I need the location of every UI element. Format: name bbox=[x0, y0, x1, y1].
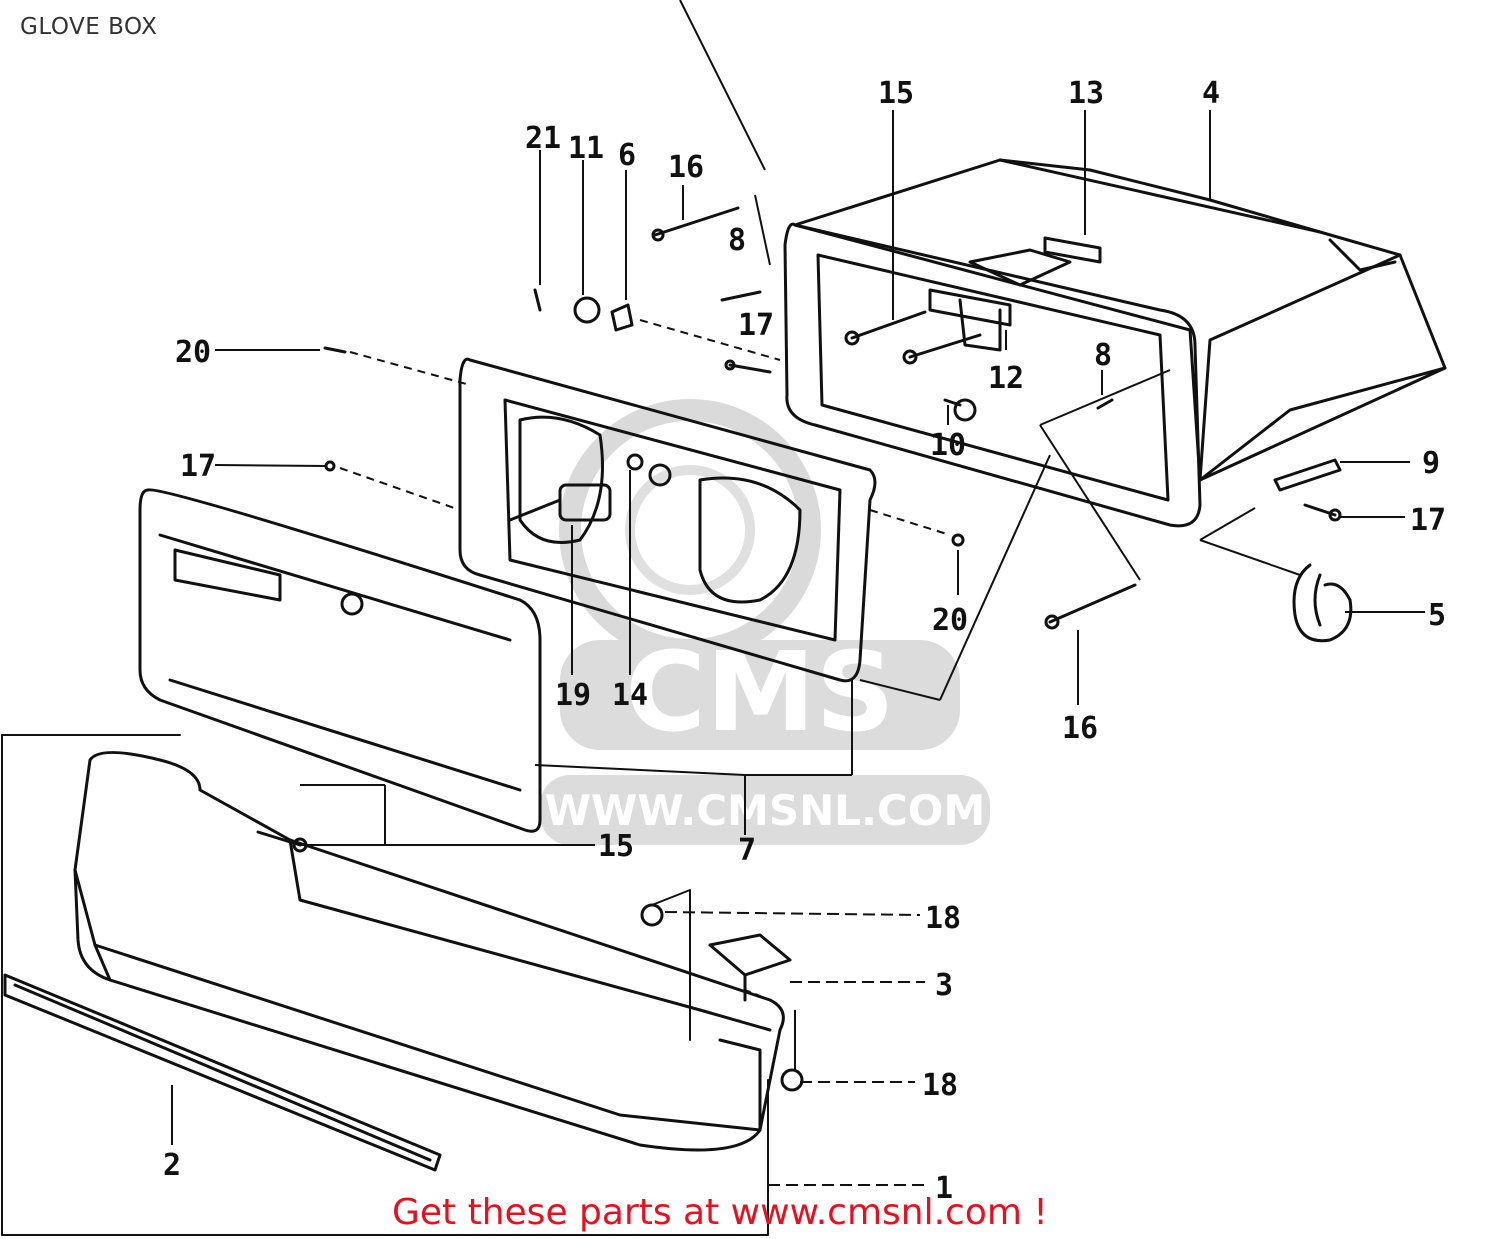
part-17-screws bbox=[324, 359, 1342, 522]
label-15-top: 15 bbox=[878, 76, 914, 111]
label-13: 13 bbox=[1068, 76, 1104, 111]
label-6: 6 bbox=[618, 138, 636, 173]
part-5-hook bbox=[1292, 563, 1353, 643]
part-20-pins bbox=[323, 346, 965, 547]
promo-link[interactable]: Get these parts at www.cmsnl.com ! bbox=[392, 1192, 1048, 1233]
part-18-screws bbox=[640, 903, 804, 1092]
part-15-screws-top bbox=[844, 310, 982, 365]
label-1: 1 bbox=[935, 1171, 953, 1206]
part-1-tray bbox=[73, 751, 785, 1152]
cms-watermark: CMS WWW.CMSNL.COM bbox=[540, 399, 990, 845]
label-19: 19 bbox=[555, 678, 591, 713]
part-4-front-frame bbox=[783, 222, 1202, 528]
label-20-left: 20 bbox=[175, 335, 211, 370]
leader-lines bbox=[171, 0, 1425, 1186]
label-15-bottom: 15 bbox=[598, 829, 634, 864]
part-19-14-lock bbox=[508, 453, 644, 522]
part-labels: 21 11 6 16 8 15 13 4 20 17 17 12 8 10 9 … bbox=[163, 76, 1446, 1206]
part-hardware-small bbox=[533, 288, 634, 332]
label-14: 14 bbox=[612, 678, 648, 713]
label-16-top: 16 bbox=[668, 150, 704, 185]
diagram-title: GLOVE BOX bbox=[20, 14, 158, 40]
label-3: 3 bbox=[935, 968, 953, 1003]
frame-lines bbox=[1, 734, 769, 1236]
label-2: 2 bbox=[163, 1148, 181, 1183]
part-8-pins bbox=[720, 290, 1114, 410]
part-2-trim-strip bbox=[3, 973, 442, 1172]
label-8-left: 8 bbox=[728, 223, 746, 258]
label-16-bottom: 16 bbox=[1062, 711, 1098, 746]
label-10: 10 bbox=[930, 428, 966, 463]
part-7-inner-panel bbox=[458, 357, 877, 683]
part-7-door-panel bbox=[138, 488, 542, 833]
label-18-bottom: 18 bbox=[922, 1068, 958, 1103]
label-11: 11 bbox=[568, 131, 604, 166]
part-16-long-screws bbox=[651, 206, 1137, 630]
part-13-hinge-plate bbox=[968, 236, 1102, 287]
label-21: 21 bbox=[525, 121, 561, 156]
part-4-glove-box-housing bbox=[793, 158, 1447, 482]
part-10-knob bbox=[943, 398, 977, 422]
label-7: 7 bbox=[738, 833, 756, 868]
label-18-top: 18 bbox=[925, 901, 961, 936]
label-9: 9 bbox=[1422, 446, 1440, 481]
part-3-bracket bbox=[708, 933, 792, 1002]
part-12-bracket bbox=[928, 288, 1012, 352]
watermark-site-text: WWW.CMSNL.COM bbox=[545, 786, 986, 835]
label-12: 12 bbox=[988, 361, 1024, 396]
label-17-right: 17 bbox=[1410, 503, 1446, 538]
label-8-right: 8 bbox=[1094, 338, 1112, 373]
label-17-mid: 17 bbox=[738, 308, 774, 343]
label-17-left: 17 bbox=[180, 449, 216, 484]
watermark-logo-text: CMS bbox=[625, 628, 894, 756]
label-5: 5 bbox=[1428, 598, 1446, 633]
label-20-right: 20 bbox=[932, 603, 968, 638]
label-4: 4 bbox=[1202, 76, 1220, 111]
part-9-bracket bbox=[1273, 458, 1342, 492]
